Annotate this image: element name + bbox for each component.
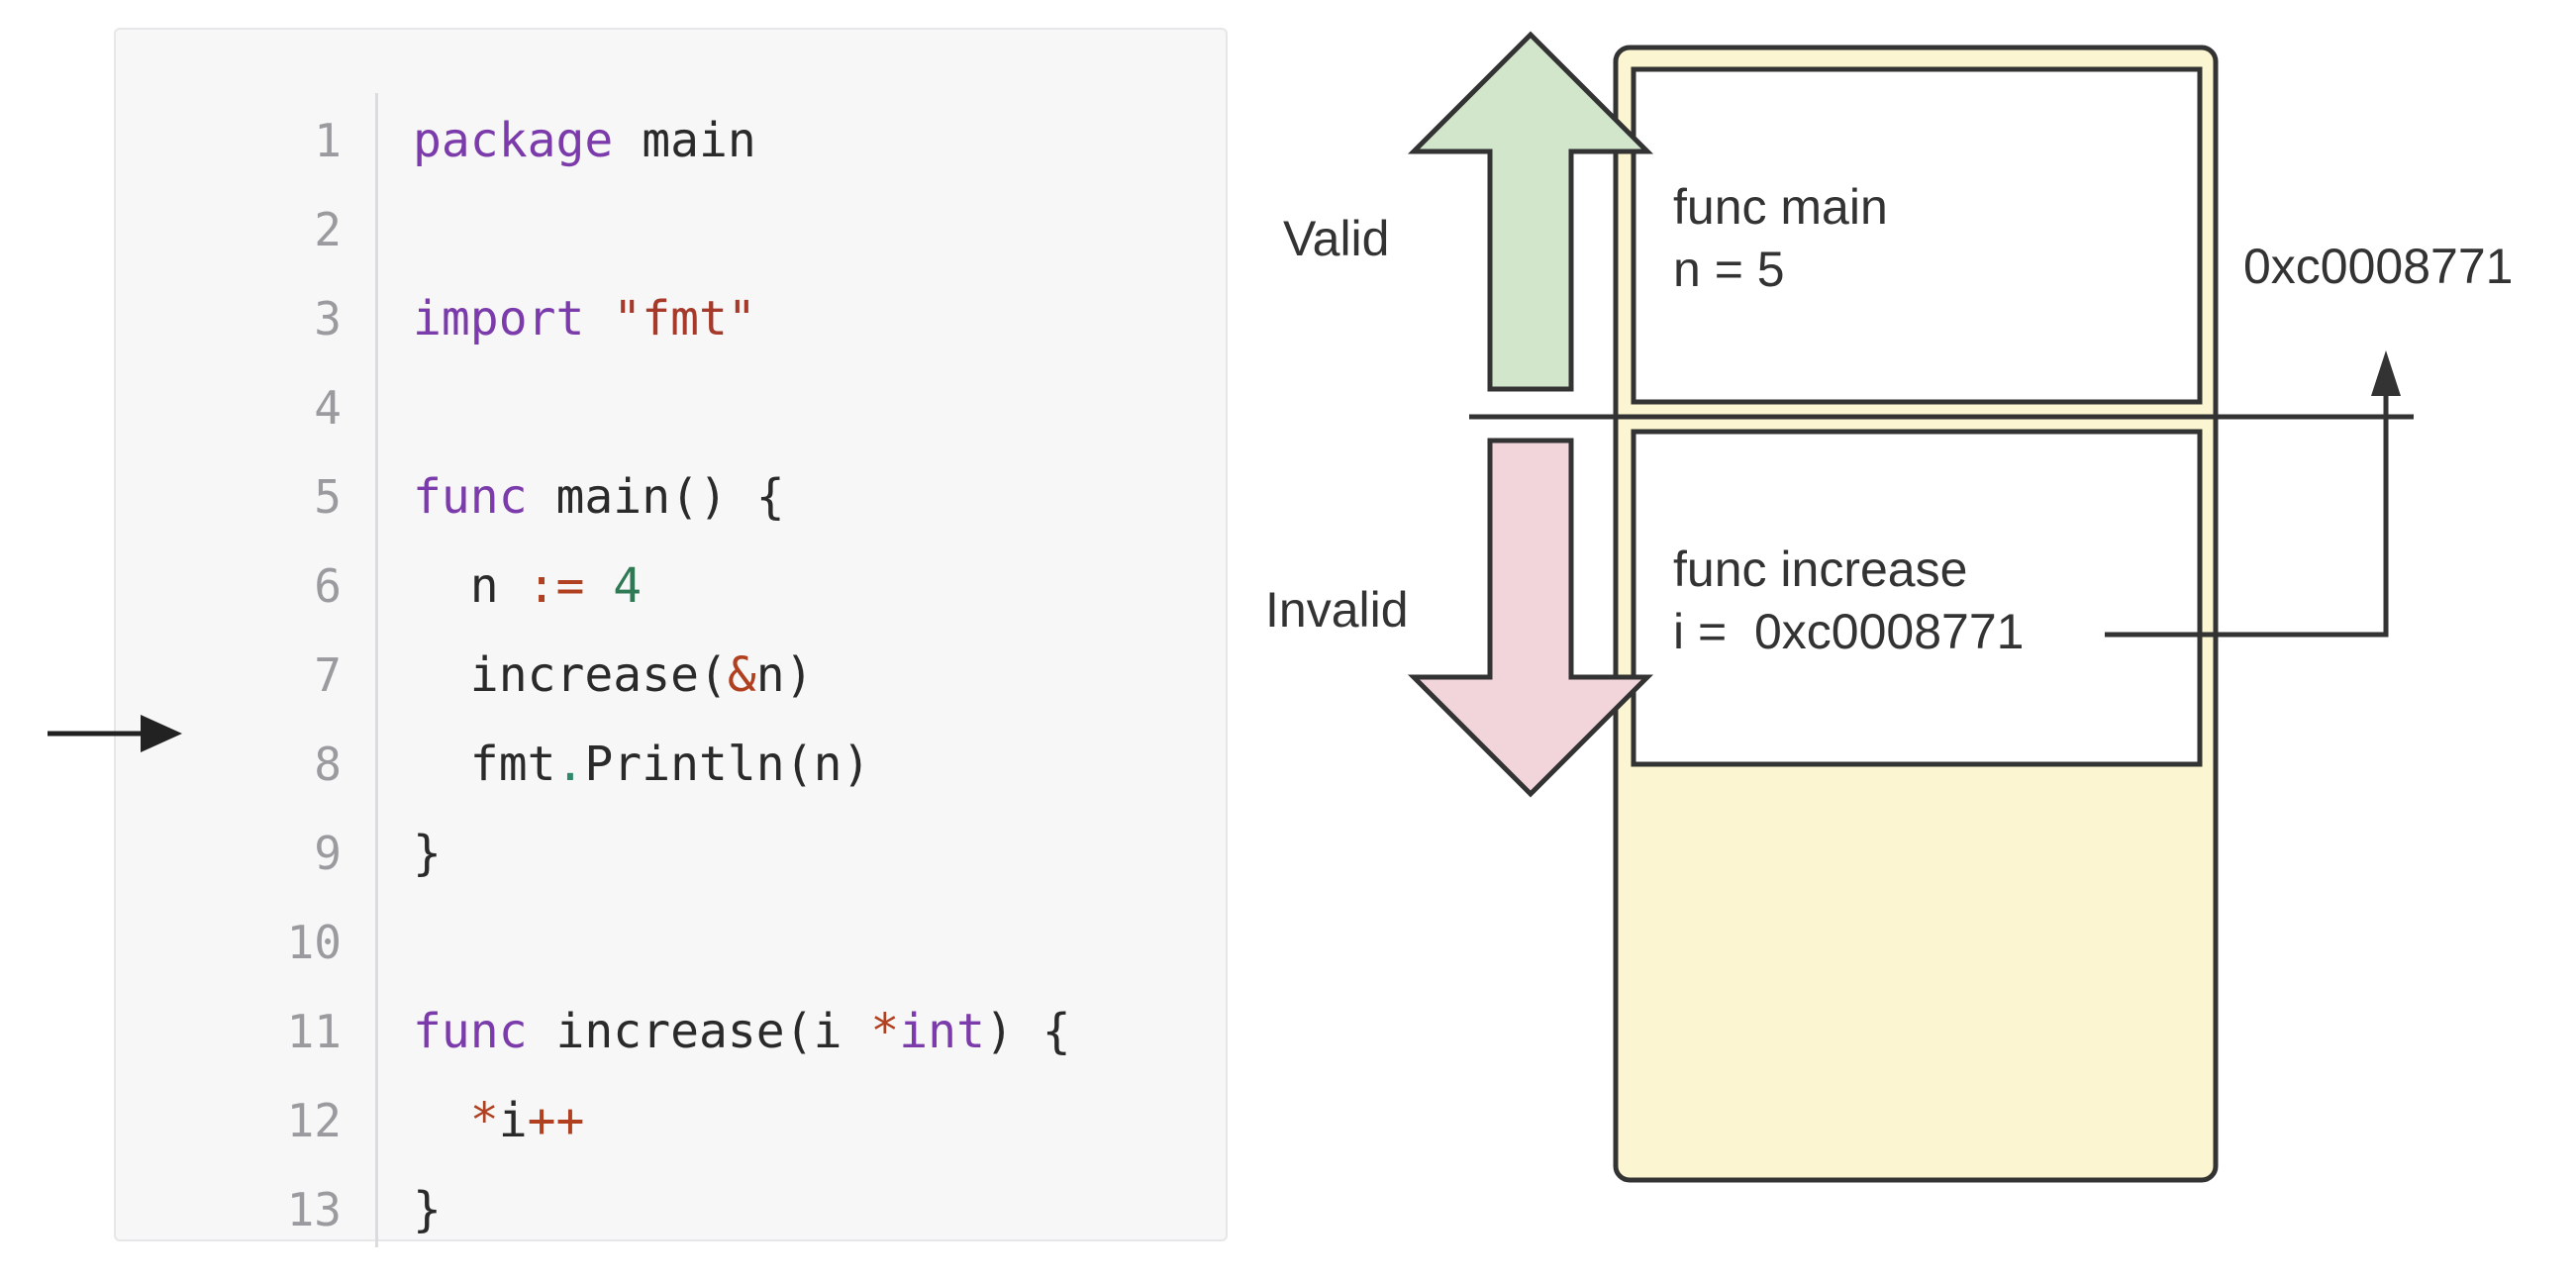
line-number: 11 [286,1005,342,1058]
code-token: "fmt" [613,291,756,346]
address-label: 0xc0008771 [2243,239,2514,294]
code-text: n := 4 [413,556,642,616]
code-text: } [413,824,442,883]
line-number: 7 [314,648,342,702]
code-token: import [413,291,585,346]
code-line: 7 increase(&n) [116,645,1225,705]
code-text: } [413,1180,442,1239]
valid-up-arrow-icon [1407,31,1654,392]
code-token: func [413,469,528,525]
code-line: 3 import "fmt" [116,289,1225,348]
code-line: 11 func increase(i *int) { [116,1002,1225,1061]
frame-main-box [1631,66,2203,405]
code-line: 1 package main [116,111,1225,170]
code-line: 5 func main() { [116,467,1225,527]
code-token: . [555,737,585,792]
code-panel: 1 package main 2 3 import "fmt" 4 5 func main()… [114,28,1228,1247]
line-number: 8 [314,738,342,791]
code-token: Println(n) [584,737,871,792]
code-token: ) { [984,1004,1071,1059]
frame-increase-value: i = 0xc0008771 [1673,604,2025,659]
line-number: 3 [314,292,342,345]
code-token: fmt [413,737,556,792]
frame-main-value: n = 5 [1673,242,1785,297]
line-number: 1 [314,114,342,167]
code-line: 13} [116,1180,1225,1239]
code-token: } [413,826,442,881]
code-token: & [727,647,756,703]
code-token: main() { [527,469,785,525]
code-line: 4 [116,378,1225,438]
code-token: increase(i [527,1004,871,1059]
code-line: 8 fmt.Println(n) [116,735,1225,794]
code-token: package [413,113,614,168]
code-token: 4 [613,558,643,614]
code-line: 2 [116,200,1225,259]
line-number: 9 [314,827,342,880]
frame-increase-box [1631,429,2203,767]
code-text: increase(&n) [413,645,814,705]
code-text: func increase(i *int) { [413,1002,1071,1061]
gutter-divider [375,93,378,1247]
invalid-label: Invalid [1265,582,1409,638]
code-text: import "fmt" [413,289,756,348]
code-token: int [899,1004,985,1059]
code-token: main [613,113,756,168]
code-token: i [498,1093,528,1148]
line-number: 13 [286,1183,342,1236]
line-number: 5 [314,470,342,524]
line-number: 6 [314,559,342,613]
code-token: n) [755,647,814,703]
line-number: 10 [286,916,342,969]
code-token: ++ [527,1093,585,1148]
pointer-connector [2105,350,2401,638]
code-token: func [413,1004,528,1059]
valid-label: Valid [1283,211,1390,266]
frame-increase-name: func increase [1673,542,1968,597]
invalid-down-arrow-icon [1407,438,1654,798]
code-token: } [413,1182,442,1237]
code-line: 10 [116,913,1225,972]
code-text: package main [413,111,756,170]
code-token: := [527,558,585,614]
code-token: n [413,558,528,614]
code-token: * [870,1004,900,1059]
line-number: 2 [314,203,342,256]
code-text: func main() { [413,467,785,527]
code-line: 12 *i++ [116,1091,1225,1150]
code-token: * [469,1093,499,1148]
line-number: 12 [286,1094,342,1147]
current-line-arrow-icon [48,715,182,752]
frame-main-name: func main [1673,179,1888,235]
code-token: increase( [413,647,728,703]
code-text: *i++ [413,1091,585,1150]
code-text: fmt.Println(n) [413,735,871,794]
code-line: 9} [116,824,1225,883]
code-line: 6 n := 4 [116,556,1225,616]
line-number: 4 [314,381,342,435]
